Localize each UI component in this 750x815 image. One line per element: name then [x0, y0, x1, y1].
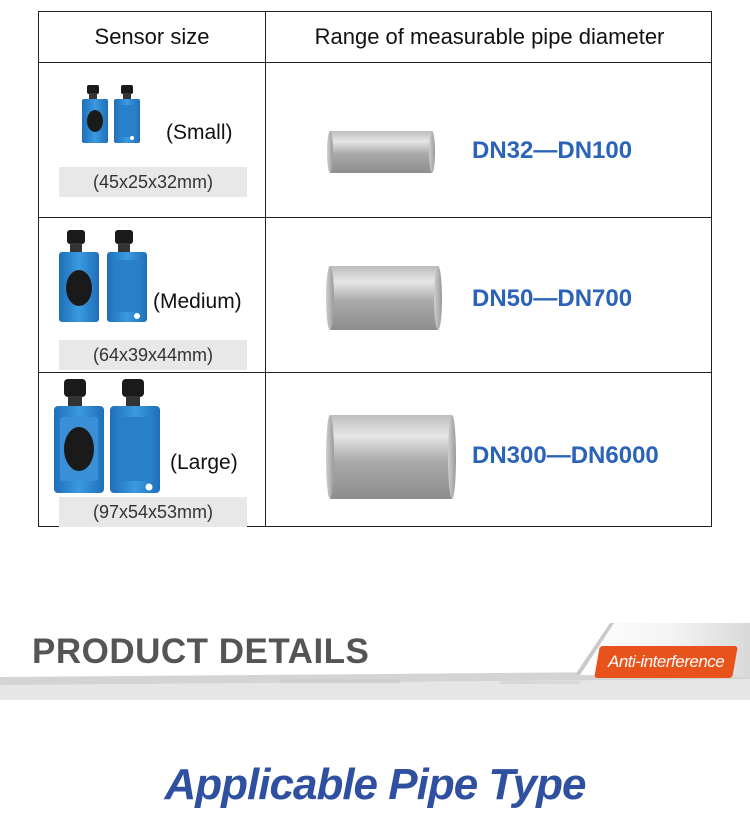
sensor-spec-table: Sensor size Range of measurable pipe dia… [38, 11, 712, 527]
row-divider [39, 217, 711, 218]
size-label: (Small) [166, 121, 233, 144]
pipe-range-value: DN300—DN6000 [472, 442, 659, 469]
sensor-cell: (Large) (97x54x53mm) [39, 373, 265, 527]
size-label: (Medium) [153, 290, 242, 313]
medium-pipe-image [326, 266, 442, 330]
table-row-small: (Small) (45x25x32mm) DN32—DN100 [39, 63, 713, 217]
row-divider [39, 372, 711, 373]
column-divider [265, 12, 266, 526]
anti-interference-badge: Anti-interference [594, 646, 738, 678]
product-details-banner [0, 623, 750, 700]
sensor-cell: (Small) (45x25x32mm) [39, 63, 265, 217]
small-sensor-image [82, 85, 140, 143]
product-details-title: PRODUCT DETAILS [32, 632, 370, 671]
header-sensor-size: Sensor size [94, 24, 210, 49]
applicable-pipe-type-title: Applicable Pipe Type [164, 760, 587, 809]
large-sensor-image [54, 379, 160, 493]
range-cell: DN300—DN6000 [266, 373, 713, 527]
range-cell: DN50—DN700 [266, 218, 713, 372]
table-row-medium: (Medium) (64x39x44mm) DN50—DN700 [39, 218, 713, 372]
medium-sensor-image [59, 230, 147, 322]
range-cell: DN32—DN100 [266, 63, 713, 217]
pipe-range-value: DN32—DN100 [472, 137, 633, 164]
table-row-large: (Large) (97x54x53mm) DN300—DN6000 [39, 373, 713, 527]
pipe-range-value: DN50—DN700 [472, 285, 633, 312]
row-divider [39, 62, 711, 63]
size-label: (Large) [170, 451, 238, 474]
dimensions-label: (97x54x53mm) [59, 497, 247, 527]
sensor-cell: (Medium) (64x39x44mm) [39, 218, 265, 372]
badge-label: Anti-interference [607, 652, 725, 671]
large-pipe-image [326, 415, 456, 499]
dimensions-label: (64x39x44mm) [59, 340, 247, 370]
small-pipe-image [327, 131, 435, 173]
dimensions-label: (45x25x32mm) [59, 167, 247, 197]
header-pipe-range: Range of measurable pipe diameter [314, 24, 665, 49]
